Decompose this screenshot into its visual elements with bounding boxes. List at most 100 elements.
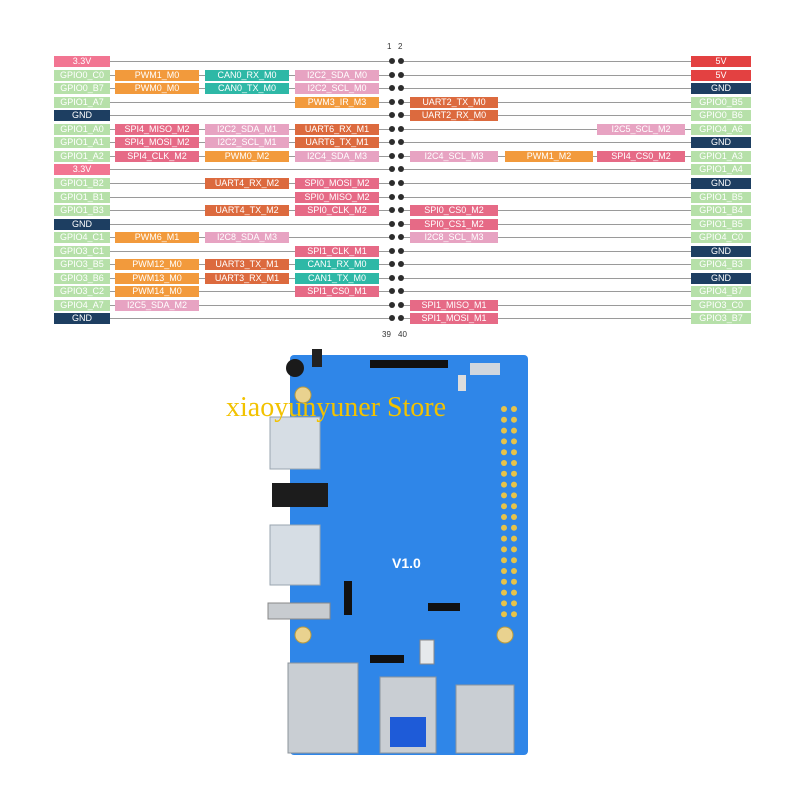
wire-right (404, 318, 691, 320)
wire-left (110, 291, 392, 293)
header-pin (501, 492, 507, 499)
wire-right (404, 210, 691, 212)
function-label-left: PWM0_M2 (205, 150, 289, 162)
header-pin (511, 578, 517, 585)
header-pin (511, 438, 517, 445)
pin-label-right: GPIO0_B6 (691, 110, 751, 122)
pin-label-left: GND (54, 110, 110, 122)
function-label-left: SPI0_MISO_M2 (295, 191, 379, 203)
header-pin (511, 546, 517, 553)
function-label-left: UART4_TX_M2 (205, 205, 289, 217)
function-label-left: PWM3_IR_M3 (295, 96, 379, 108)
function-label-left: SPI1_CS0_M1 (295, 286, 379, 298)
function-label-right: I2C5_SCL_M2 (597, 123, 685, 135)
function-label-left: SPI4_MOSI_M2 (115, 137, 199, 149)
wire-right (404, 142, 691, 144)
header-pin (501, 557, 507, 564)
function-label-left: PWM12_M0 (115, 259, 199, 271)
pin-left (389, 207, 395, 214)
pin-header-small (344, 581, 352, 615)
header-pin (511, 568, 517, 574)
function-label-left: PWM6_M1 (115, 232, 199, 244)
header-pin (501, 438, 507, 445)
function-label-left: UART6_RX_M1 (295, 123, 379, 135)
pin-label-right: GND (691, 245, 751, 257)
wire-left (110, 61, 392, 62)
pcb (290, 355, 528, 755)
pin-label-right: GPIO4_A6 (691, 123, 751, 135)
pin-label-left: GPIO3_C1 (54, 245, 110, 257)
function-label-left: I2C5_SDA_M2 (115, 299, 199, 311)
pin-right (398, 166, 404, 173)
board-illustration (260, 345, 560, 785)
pin-right (398, 261, 404, 268)
function-label-left: I2C8_SDA_M3 (205, 232, 289, 244)
watermark-text: xiaoyunyuner Store (226, 392, 447, 423)
pin-label-left: GPIO1_A7 (54, 96, 110, 108)
wire-right (404, 169, 691, 171)
function-label-left: UART3_RX_M1 (205, 272, 289, 284)
pin-right (398, 301, 404, 308)
wire-right (404, 61, 691, 62)
power-jack (286, 359, 304, 377)
wire-right (404, 128, 691, 130)
function-label-left: UART4_RX_M2 (205, 177, 289, 189)
pin-left (389, 152, 395, 159)
header-pin (501, 546, 507, 553)
usb2-port (455, 684, 515, 754)
pin-left (389, 193, 395, 200)
pin-label-left: GPIO0_B7 (54, 83, 110, 95)
header-pin (501, 611, 507, 618)
wire-right (404, 101, 691, 103)
pin-left (389, 247, 395, 254)
header-pin (501, 406, 507, 412)
wire-left (110, 250, 392, 252)
function-label-left: PWM1_M0 (115, 69, 199, 81)
wire-right (404, 223, 691, 225)
header-pin (511, 503, 517, 510)
pin-number-40: 40 (398, 330, 407, 339)
function-label-right: I2C4_SCL_M3 (410, 150, 498, 162)
pin-label-left: GPIO4_A7 (54, 299, 110, 311)
pin-label-left: GPIO1_B2 (54, 177, 110, 189)
header-pin (511, 557, 517, 564)
pin-left (389, 234, 395, 241)
pin-left (389, 179, 395, 186)
header-pin (501, 589, 507, 596)
gpio-header-40pin (501, 406, 517, 618)
wire-right (404, 277, 691, 279)
header-pin (501, 427, 507, 434)
function-label-left: SPI0_MOSI_M2 (295, 177, 379, 189)
pin-label-left: GPIO1_B3 (54, 205, 110, 217)
connector-white (419, 639, 435, 665)
pin-right (398, 179, 404, 186)
pin-label-right: GPIO0_B5 (691, 96, 751, 108)
pin-label-left: 3.3V (54, 164, 110, 176)
pin-left (389, 125, 395, 132)
pin-label-left: GPIO0_C0 (54, 69, 110, 81)
pin-left (389, 261, 395, 268)
wire-right (404, 196, 691, 198)
pin-left (389, 112, 395, 119)
function-label-left: CAN1_TX_M0 (295, 272, 379, 284)
header-pin (511, 611, 517, 618)
function-label-right: SPI0_CS1_M2 (410, 218, 498, 230)
pin-label-right: GND (691, 83, 751, 95)
pin-number-2: 2 (398, 42, 403, 51)
pin-right (398, 234, 404, 241)
function-label-left: CAN0_TX_M0 (205, 83, 289, 95)
wire-right (404, 250, 691, 252)
pin-left (389, 288, 395, 295)
pin-left (389, 58, 395, 64)
pin-label-right: GND (691, 177, 751, 189)
function-label-right: SPI1_MISO_M1 (410, 299, 498, 311)
wire-right (404, 88, 691, 90)
pin-left (389, 139, 395, 146)
pin-label-left: GND (54, 218, 110, 230)
pin-label-left: GPIO1_B1 (54, 191, 110, 203)
header-pin (501, 514, 507, 520)
wire-right (404, 304, 691, 306)
pin-right (398, 315, 404, 322)
pin-label-left: GPIO1_A1 (54, 137, 110, 149)
header-pin (501, 568, 507, 574)
